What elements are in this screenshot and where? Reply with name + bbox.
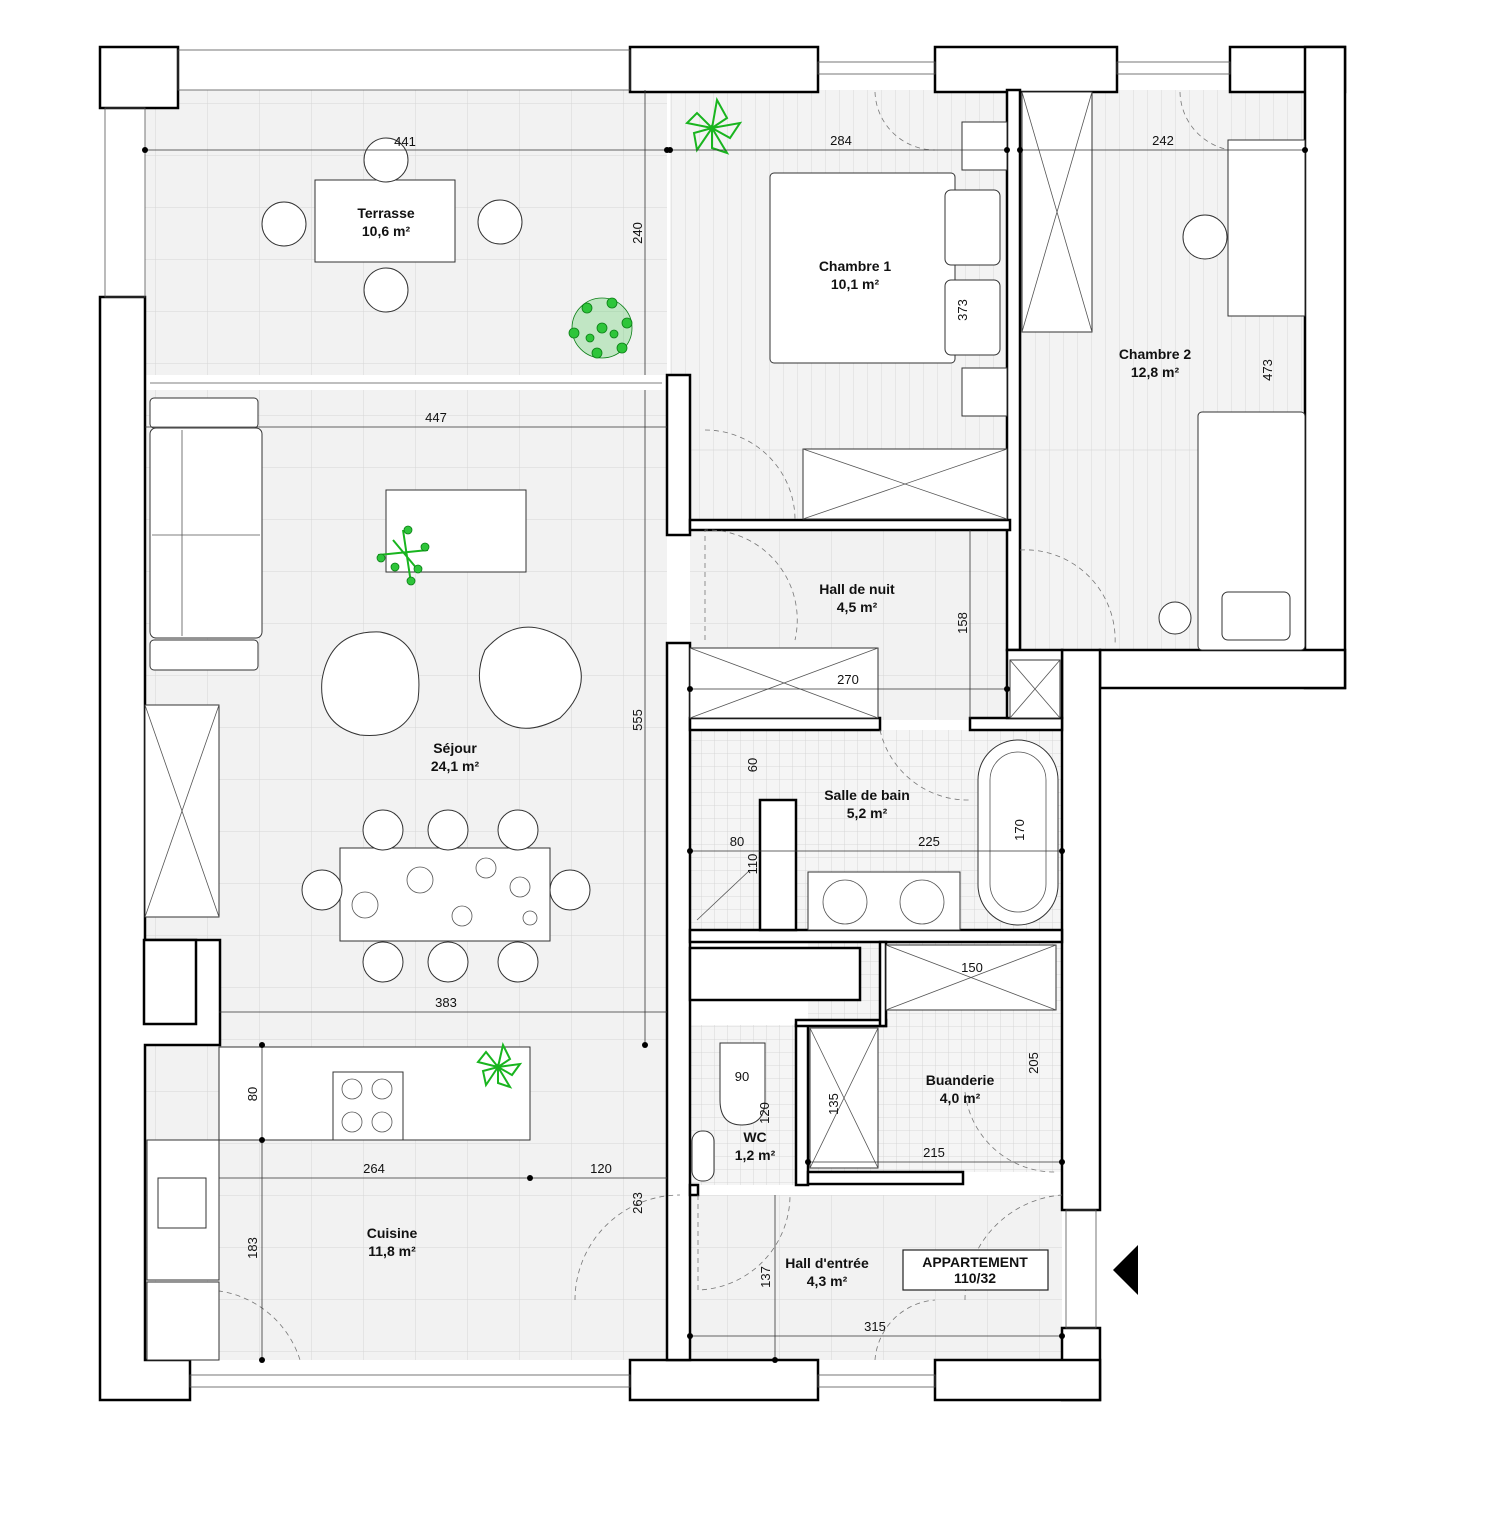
dimension-label: 373 [955, 299, 970, 321]
dimension-label: 170 [1012, 819, 1027, 841]
apartment-label: APPARTEMENT [922, 1254, 1028, 1270]
armchair [478, 626, 582, 729]
room-area: 11,8 m² [368, 1243, 416, 1259]
room-name: WC [743, 1129, 766, 1145]
room-name: Hall d'entrée [785, 1255, 869, 1271]
dimension-label: 137 [758, 1266, 773, 1288]
dimension-label: 447 [425, 410, 447, 425]
dimension-label: 215 [923, 1145, 945, 1160]
dimension-label: 183 [245, 1237, 260, 1259]
room-name: Chambre 2 [1119, 346, 1192, 362]
dimension-label: 158 [955, 612, 970, 634]
desk [1227, 139, 1306, 317]
windows [104, 49, 1231, 1388]
room-name: Hall de nuit [819, 581, 895, 597]
dimension-label: 80 [730, 834, 744, 849]
toilet [719, 1042, 766, 1126]
dimension-label: 205 [1026, 1052, 1041, 1074]
room-area: 12,8 m² [1131, 364, 1180, 380]
dimension-label: 135 [826, 1093, 841, 1115]
dimension-label: 225 [918, 834, 940, 849]
dimension-label: 90 [735, 1069, 749, 1084]
room-area: 4,5 m² [837, 599, 878, 615]
room-name: Salle de bain [824, 787, 910, 803]
dimension-label: 284 [830, 133, 852, 148]
dimension-label: 60 [745, 758, 760, 772]
room-name: Buanderie [926, 1072, 995, 1088]
room-name: Séjour [433, 740, 477, 756]
dimension-labels: 441 240 284 373 242 473 447 555 270 158 … [245, 133, 1275, 1334]
plant-icon [476, 1042, 523, 1089]
dimension-label: 441 [394, 134, 416, 149]
furniture [144, 91, 1306, 1361]
dimension-label: 80 [245, 1087, 260, 1101]
room-area: 5,2 m² [847, 805, 888, 821]
dimension-label: 315 [864, 1319, 886, 1334]
terrace-table [314, 179, 456, 263]
dimension-label: 473 [1260, 359, 1275, 381]
sofa [149, 427, 263, 639]
room-area: 10,6 m² [362, 223, 411, 239]
dining-table [339, 847, 551, 942]
double-bed [769, 172, 956, 364]
walls [98, 45, 1347, 1402]
dimension-label: 555 [630, 709, 645, 731]
plant-icon [568, 297, 633, 359]
plants [376, 97, 743, 1089]
room-area: 10,1 m² [831, 276, 880, 292]
dimension-label: 263 [630, 1192, 645, 1214]
dimension-label: 150 [961, 960, 983, 975]
room-name: Cuisine [367, 1225, 418, 1241]
single-bed [1197, 411, 1306, 651]
dimension-label: 270 [837, 672, 859, 687]
dimension-label: 120 [590, 1161, 612, 1176]
vanity [807, 871, 961, 931]
sink [691, 1130, 715, 1182]
dimension-lines [142, 90, 1308, 1363]
dimension-label: 120 [757, 1102, 772, 1124]
bathtub [977, 739, 1059, 926]
apartment-label-box [902, 1249, 1049, 1291]
room-area: 4,0 m² [940, 1090, 981, 1106]
plant-icon [376, 525, 430, 586]
room-area: 4,3 m² [807, 1273, 848, 1289]
dimension-label: 383 [435, 995, 457, 1010]
room-labels: Terrasse 10,6 m² Chambre 1 10,1 m² Chamb… [357, 205, 1191, 1289]
room-area: 1,2 m² [735, 1147, 776, 1163]
armchair [321, 631, 420, 737]
plant-icon [684, 97, 743, 155]
dimension-label: 264 [363, 1161, 385, 1176]
entrance-arrow-icon [1113, 1245, 1138, 1295]
dimension-label: 242 [1152, 133, 1174, 148]
room-area: 24,1 m² [431, 758, 480, 774]
room-name: Terrasse [357, 205, 415, 221]
apartment-code: 110/32 [954, 1270, 996, 1286]
dimension-label: 240 [630, 222, 645, 244]
room-name: Chambre 1 [819, 258, 892, 274]
dimension-label: 110 [745, 854, 760, 875]
